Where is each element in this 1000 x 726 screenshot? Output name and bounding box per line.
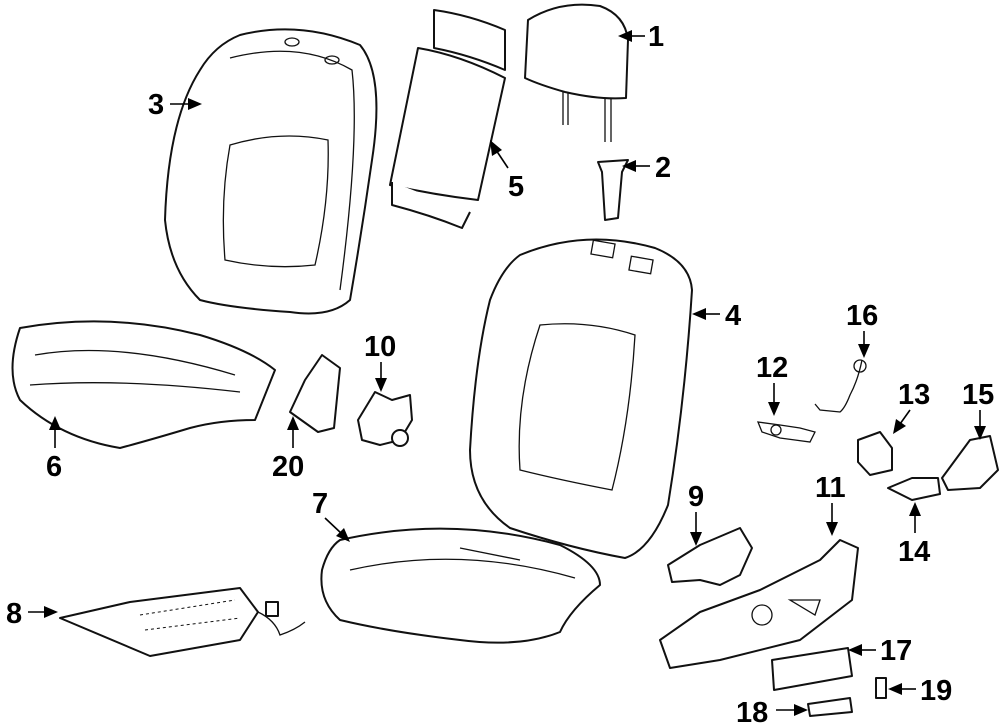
callout-label: 4 bbox=[725, 300, 741, 332]
callout-15: 15 bbox=[962, 379, 994, 440]
part-18-knob bbox=[807, 697, 853, 717]
part-1-headrest bbox=[524, 3, 629, 142]
callout-label: 14 bbox=[898, 536, 930, 568]
callout-label: 7 bbox=[312, 488, 328, 520]
callout-label: 13 bbox=[898, 379, 930, 411]
callout-17: 17 bbox=[848, 635, 912, 667]
callout-10: 10 bbox=[364, 331, 396, 392]
callout-label: 8 bbox=[6, 598, 22, 630]
part-3-seat-back-cover bbox=[164, 28, 378, 315]
callout-8: 8 bbox=[6, 598, 58, 630]
part-15-switch-bezel bbox=[941, 435, 999, 491]
part-12-harness bbox=[756, 421, 816, 443]
callout-label: 9 bbox=[688, 481, 704, 513]
part-4-seat-back-pad bbox=[469, 238, 693, 559]
callout-label: 2 bbox=[655, 152, 671, 184]
callout-label: 5 bbox=[508, 171, 524, 203]
callout-16: 16 bbox=[846, 300, 878, 358]
part-9-bracket bbox=[667, 527, 753, 586]
callout-20: 20 bbox=[272, 416, 304, 483]
callout-label: 16 bbox=[846, 300, 878, 332]
callout-label: 1 bbox=[648, 21, 664, 53]
callout-18: 18 bbox=[736, 697, 808, 726]
part-2-headrest-guide bbox=[597, 159, 629, 221]
callout-7: 7 bbox=[312, 488, 350, 542]
part-13-knob bbox=[857, 431, 893, 476]
part-10-hinge-bracket bbox=[357, 391, 413, 447]
callout-label: 6 bbox=[46, 451, 62, 483]
part-14-switch bbox=[887, 477, 941, 501]
callout-11: 11 bbox=[815, 472, 846, 536]
part-16-cable bbox=[814, 359, 867, 413]
callout-1: 1 bbox=[618, 21, 664, 53]
callout-2: 2 bbox=[622, 152, 671, 184]
callout-label: 3 bbox=[148, 89, 164, 121]
callout-label: 19 bbox=[920, 675, 952, 707]
part-20-bracket bbox=[289, 354, 341, 433]
callout-14: 14 bbox=[898, 502, 930, 568]
callout-13: 13 bbox=[893, 379, 930, 434]
callout-5: 5 bbox=[490, 140, 524, 203]
part-7-cushion-pad bbox=[320, 527, 601, 644]
callout-label: 17 bbox=[880, 635, 912, 667]
part-11-side-trim bbox=[659, 539, 859, 669]
callout-12: 12 bbox=[756, 352, 788, 416]
part-6-cushion-cover bbox=[11, 320, 276, 449]
callout-3: 3 bbox=[148, 89, 202, 121]
callout-label: 12 bbox=[756, 352, 788, 384]
callout-label: 11 bbox=[815, 472, 846, 504]
part-17-cover bbox=[771, 647, 853, 691]
callout-label: 18 bbox=[736, 697, 768, 726]
callout-label: 20 bbox=[272, 451, 304, 483]
callout-9: 9 bbox=[688, 481, 704, 546]
callout-label: 15 bbox=[962, 379, 994, 411]
callout-19: 19 bbox=[888, 675, 952, 707]
part-5-seat-back-frame bbox=[389, 9, 506, 229]
callout-4: 4 bbox=[692, 300, 741, 332]
part-19-clip bbox=[875, 677, 887, 699]
callout-label: 10 bbox=[364, 331, 396, 363]
part-8-seat-heater bbox=[59, 587, 306, 657]
callout-6: 6 bbox=[46, 416, 62, 483]
